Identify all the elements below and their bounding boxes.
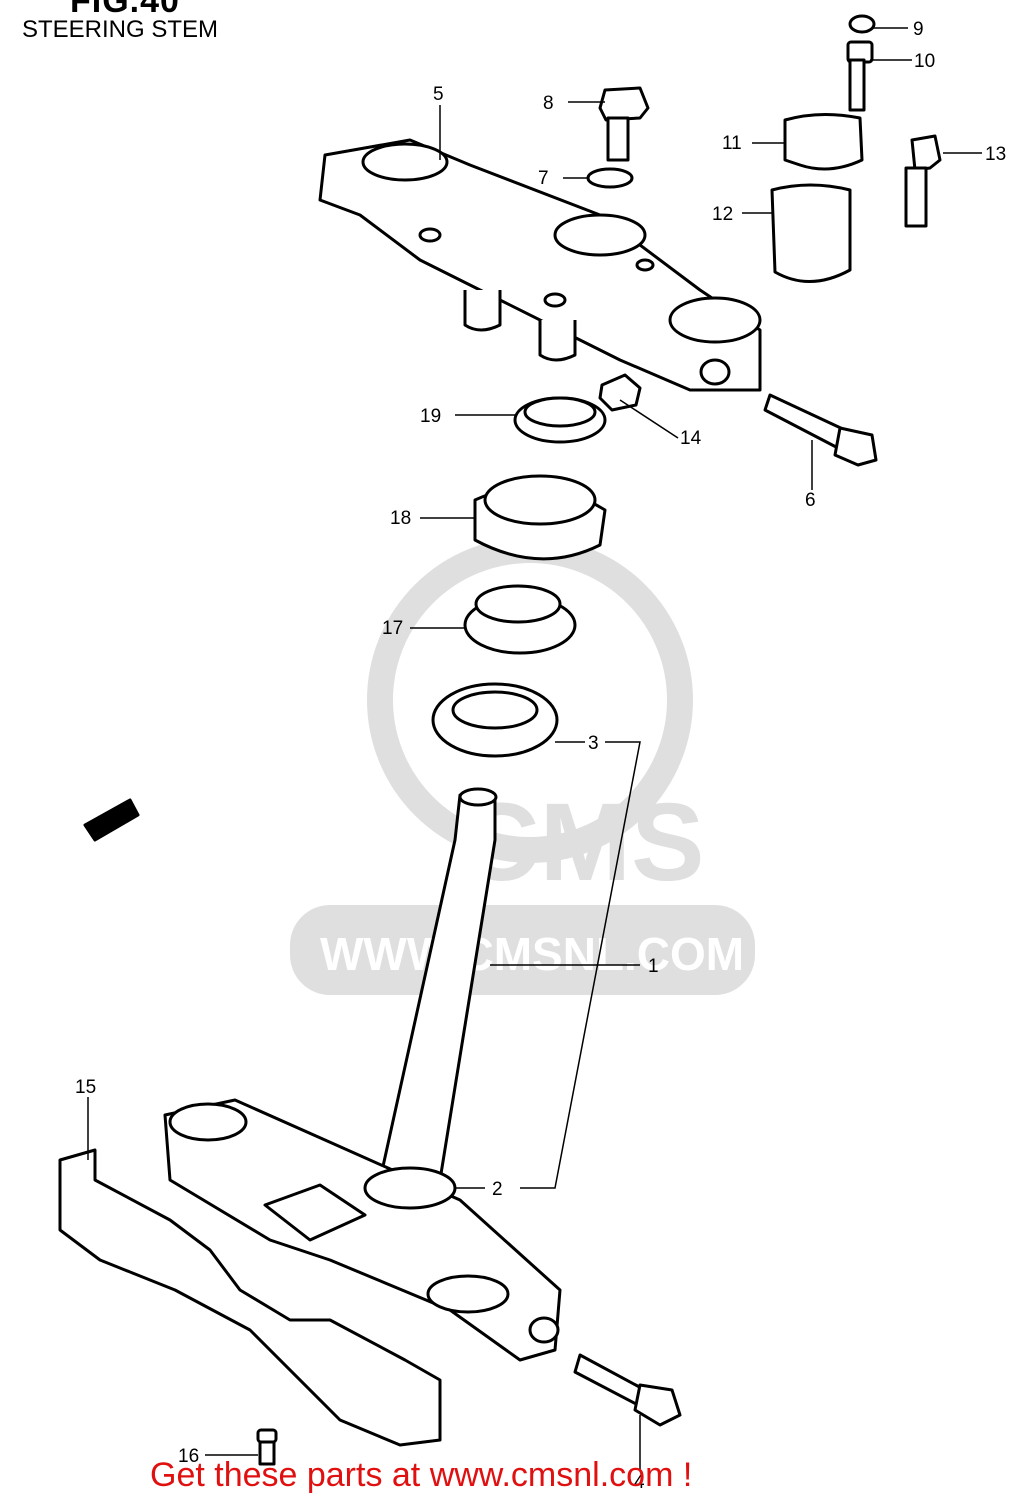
forward-arrow-icon [83,798,140,842]
callout-14: 14 [680,428,702,449]
cap-part-9 [848,14,876,34]
figure-number: FIG.40 [70,0,180,20]
callout-4: 4 [634,1472,645,1493]
callout-15: 15 [75,1077,96,1098]
washer-part-7 [586,167,634,189]
callout-5: 5 [433,84,444,105]
callout-16: 16 [178,1446,199,1467]
leader-lines [87,27,982,1470]
bolt-part-10 [846,40,874,112]
callout-17: 17 [382,618,403,639]
callout-9: 9 [913,19,924,40]
callout-7: 7 [538,168,549,189]
callout-8: 8 [543,93,554,114]
callout-6: 6 [805,490,816,511]
bolt-part-13 [904,134,942,228]
upper-holder-part-11 [783,112,864,171]
lower-holder-part-12 [770,183,852,283]
screw-part-16 [256,1428,278,1466]
callout-labels: 1 2 3 4 5 6 7 8 9 10 11 12 13 14 15 16 1… [75,19,1006,1493]
upper-bracket-part-5 [318,138,762,392]
callout-3: 3 [588,733,599,754]
callout-11: 11 [722,133,742,154]
callout-10: 10 [914,51,935,72]
callout-19: 19 [420,406,441,427]
steering-nut-part-19 [513,396,607,444]
bolt-part-4 [573,1353,682,1427]
footer-link-text[interactable]: Get these parts at www.cmsnl.com ! [150,1456,693,1494]
callout-18: 18 [390,508,411,529]
lower-bracket-part-15 [58,1098,562,1447]
callout-2: 2 [492,1179,503,1200]
bolt-part-8 [598,86,650,162]
callout-13: 13 [985,144,1006,165]
watermark-brand: CMS [460,781,704,904]
bearing-part-17 [463,584,577,655]
watermark-url: WWW.CMSNL.COM [320,928,744,980]
figure-title: STEERING STEM [22,16,219,43]
dust-seal-part-18 [473,474,607,561]
callout-12: 12 [712,204,733,225]
nut-part-14 [598,373,642,412]
bolt-part-6 [763,393,878,467]
callout-1: 1 [648,956,659,977]
bearing-part-3 [431,682,559,758]
